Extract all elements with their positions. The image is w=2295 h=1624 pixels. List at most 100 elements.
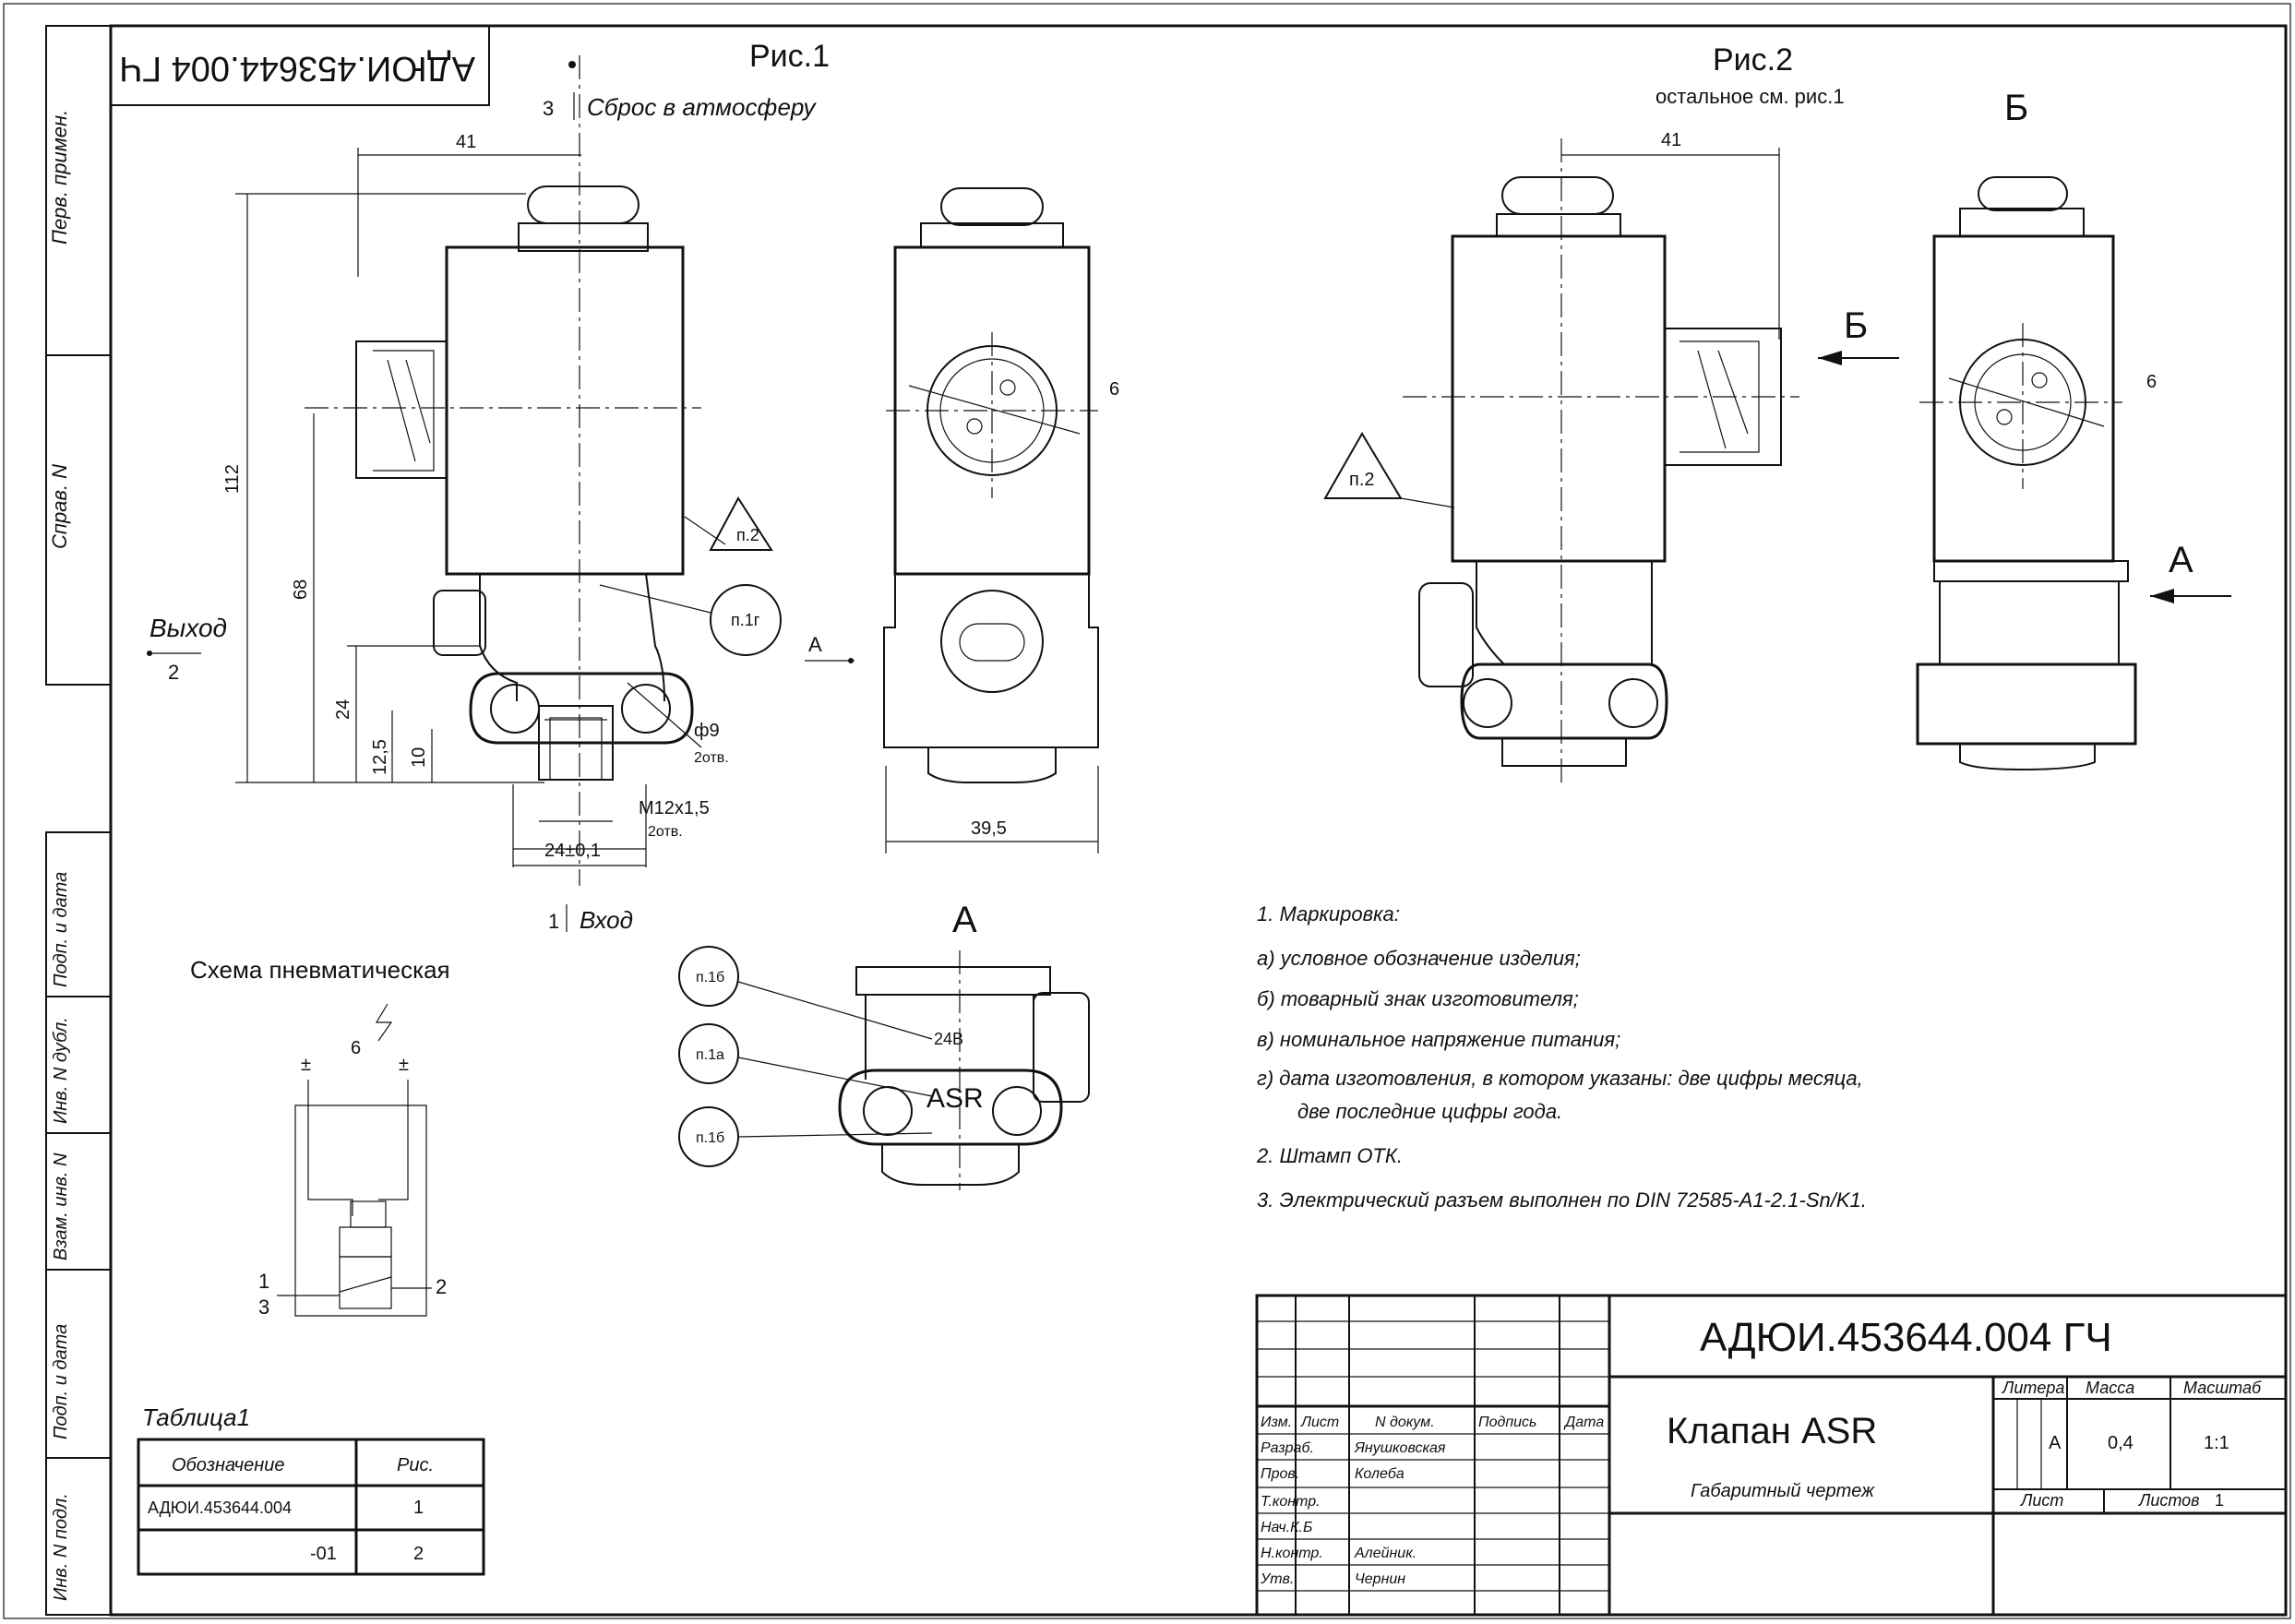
notes: 1. Маркировка: а) условное обозначение и…: [1256, 902, 1867, 1212]
schema-title: Схема пневматическая: [190, 956, 450, 984]
side-label-perv-primen: Перв. примен.: [48, 110, 71, 245]
tb-name-nkontr: Алейник.: [1354, 1546, 1416, 1561]
note-3: 3. Электрический разъем выполнен по DIN …: [1257, 1188, 1867, 1212]
table1-row2-designation: -01: [310, 1544, 337, 1564]
note-1g-cont: две последние цифры года.: [1297, 1100, 1562, 1123]
view-a: А 24В ASR п.1б п.1а п.1б: [678, 900, 1090, 1190]
side-label-inv-dubl: Инв. N дубл.: [51, 1017, 71, 1124]
fig1-port3-num: 3: [543, 97, 554, 120]
tb-name: Клапан ASR: [1667, 1411, 1877, 1451]
side-labels: Перв. примен. Справ. N Подп. и дата Инв.…: [48, 110, 71, 1601]
tb-name-prov: Колеба: [1355, 1466, 1404, 1482]
tb-mass-label: Масса: [2086, 1379, 2134, 1397]
tb-scale: 1:1: [2204, 1433, 2229, 1453]
fig1-dim-24-tol: 24±0,1: [544, 841, 601, 861]
view-a-ref-1: п.1б: [696, 970, 724, 985]
fig1-port2-label: Выход: [149, 614, 227, 642]
table1-row2-fig: 2: [413, 1544, 424, 1564]
view-a-ref-3: п.1б: [696, 1130, 724, 1146]
fig2-ref-p2: п.2: [1349, 470, 1375, 490]
fig1-dim-68: 68: [291, 579, 311, 600]
fig2-view-b-arrow: Б: [1844, 305, 1868, 346]
tb-role-nachkb: Нач.К.Б: [1261, 1520, 1312, 1535]
fig1-port2-num: 2: [168, 661, 179, 684]
note-1v: в) номинальное напряжение питания;: [1257, 1028, 1620, 1051]
tb-col-list: Лист: [1300, 1415, 1339, 1430]
table1-row1-fig: 1: [413, 1498, 424, 1518]
fig1-dim-m12: M12x1,5: [639, 798, 710, 818]
schema-plus-right: ±: [399, 1055, 409, 1075]
fig1-dim-phi9: ф9: [694, 721, 720, 741]
fig1-port1-num: 1: [548, 910, 559, 933]
tb-role-prov: Пров.: [1261, 1466, 1299, 1482]
fig1-dim-10: 10: [409, 747, 429, 768]
table1: Таблица1 Обозначение Рис. АДЮИ.453644.00…: [137, 1403, 485, 1576]
fig1-dim-phi9-holes: 2отв.: [694, 750, 729, 766]
view-a-title: А: [952, 900, 977, 940]
side-label-inv-podl: Инв. N подл.: [51, 1493, 71, 1601]
schema-ref-6: 6: [351, 1038, 361, 1058]
fig2-front-view: Рис.2 остальное см. рис.1 41 п.2 Б: [1323, 42, 1899, 784]
schema-port2: 2: [436, 1275, 447, 1298]
note-1g: г) дата изготовления, в котором указаны:…: [1257, 1067, 1863, 1090]
fig2-subtitle: остальное см. рис.1: [1656, 85, 1845, 108]
table1-header-fig: Рис.: [397, 1455, 434, 1475]
view-a-ref-2: п.1а: [696, 1047, 724, 1063]
rotated-stamp-code: АДЮИ.453644.004 ГЧ: [119, 49, 475, 88]
tb-litera: А: [2049, 1433, 2062, 1453]
fig1-dim-12-5: 12,5: [370, 739, 390, 775]
tb-role-tkontr: Т.контр.: [1261, 1494, 1321, 1510]
table1-header-designation: Обозначение: [172, 1455, 285, 1475]
fig1-side-view: 6 39,5 А: [805, 187, 1119, 854]
tb-col-n-dokum: N докум.: [1375, 1415, 1435, 1430]
note-1: 1. Маркировка:: [1257, 902, 1400, 925]
sheet-frame: [3, 3, 2291, 1619]
schema-port1: 1: [258, 1270, 269, 1293]
tb-sheet-label: Лист: [2020, 1491, 2063, 1510]
schema-port3: 3: [258, 1296, 269, 1319]
fig2-side-view: Б 6 А: [1916, 88, 2231, 771]
fig1-dim-112: 112: [222, 464, 243, 494]
fig1-port1-label: Вход: [580, 906, 633, 934]
pneumatic-schema: Схема пневматическая 6 ± ± 1 3 2: [190, 956, 450, 1319]
side-label-sprav-n: Справ. N: [48, 464, 71, 549]
fig1-ref-p1v: п.1г: [731, 611, 760, 629]
side-label-vzam-inv: Взам. инв. N: [51, 1152, 71, 1260]
fig2-view-a-arrow: А: [2169, 540, 2193, 580]
tb-col-podpis: Подпись: [1478, 1415, 1536, 1430]
note-2: 2. Штамп ОТК.: [1256, 1144, 1403, 1167]
tb-sheets-label: Листов: [2138, 1491, 2200, 1510]
fig1-dim-24: 24: [333, 699, 353, 720]
side-label-podp-data-1: Подп. и дата: [51, 872, 71, 987]
fig1-title: Рис.1: [749, 39, 830, 74]
title-block: Изм. Лист N докум. Подпись Дата Разраб. …: [1255, 1294, 2288, 1617]
fig1-dim-39-5: 39,5: [971, 818, 1007, 839]
tb-mass: 0,4: [2108, 1433, 2134, 1453]
table1-caption: Таблица1: [142, 1403, 250, 1431]
tb-name-utv: Чернин: [1355, 1571, 1405, 1587]
tb-col-data: Дата: [1563, 1415, 1604, 1430]
note-1b: б) товарный знак изготовителя;: [1257, 987, 1579, 1010]
tb-designation: АДЮИ.453644.004 ГЧ: [1700, 1315, 2112, 1360]
tb-role-utv: Утв.: [1260, 1571, 1294, 1587]
fig2-view-b-title: Б: [2004, 88, 2028, 128]
fig1-front-view: Рис.1 41 112 68 24: [147, 39, 830, 934]
tb-litera-label: Литера: [2002, 1379, 2064, 1397]
fig1-ref-p2: п.2: [736, 526, 759, 544]
fig2-ref-6: 6: [2146, 372, 2157, 392]
tb-doc-type: Габаритный чертеж: [1691, 1481, 1875, 1501]
tb-scale-label: Масштаб: [2183, 1379, 2262, 1397]
note-1a: а) условное обозначение изделия;: [1257, 947, 1581, 970]
fig2-dim-41: 41: [1661, 130, 1681, 150]
tb-sheets: 1: [2215, 1491, 2224, 1510]
schema-plus-left: ±: [301, 1055, 311, 1075]
fig1-dim-41: 41: [456, 132, 476, 152]
view-a-mark-24v: 24В: [934, 1030, 963, 1048]
tb-role-nkontr: Н.контр.: [1261, 1546, 1323, 1561]
tb-name-razrab: Янушковская: [1354, 1440, 1446, 1456]
tb-col-izm: Изм.: [1261, 1415, 1292, 1430]
tb-role-razrab: Разраб.: [1261, 1440, 1314, 1456]
side-label-podp-data-2: Подп. и дата: [51, 1324, 71, 1439]
view-a-mark-asr: ASR: [926, 1083, 984, 1114]
